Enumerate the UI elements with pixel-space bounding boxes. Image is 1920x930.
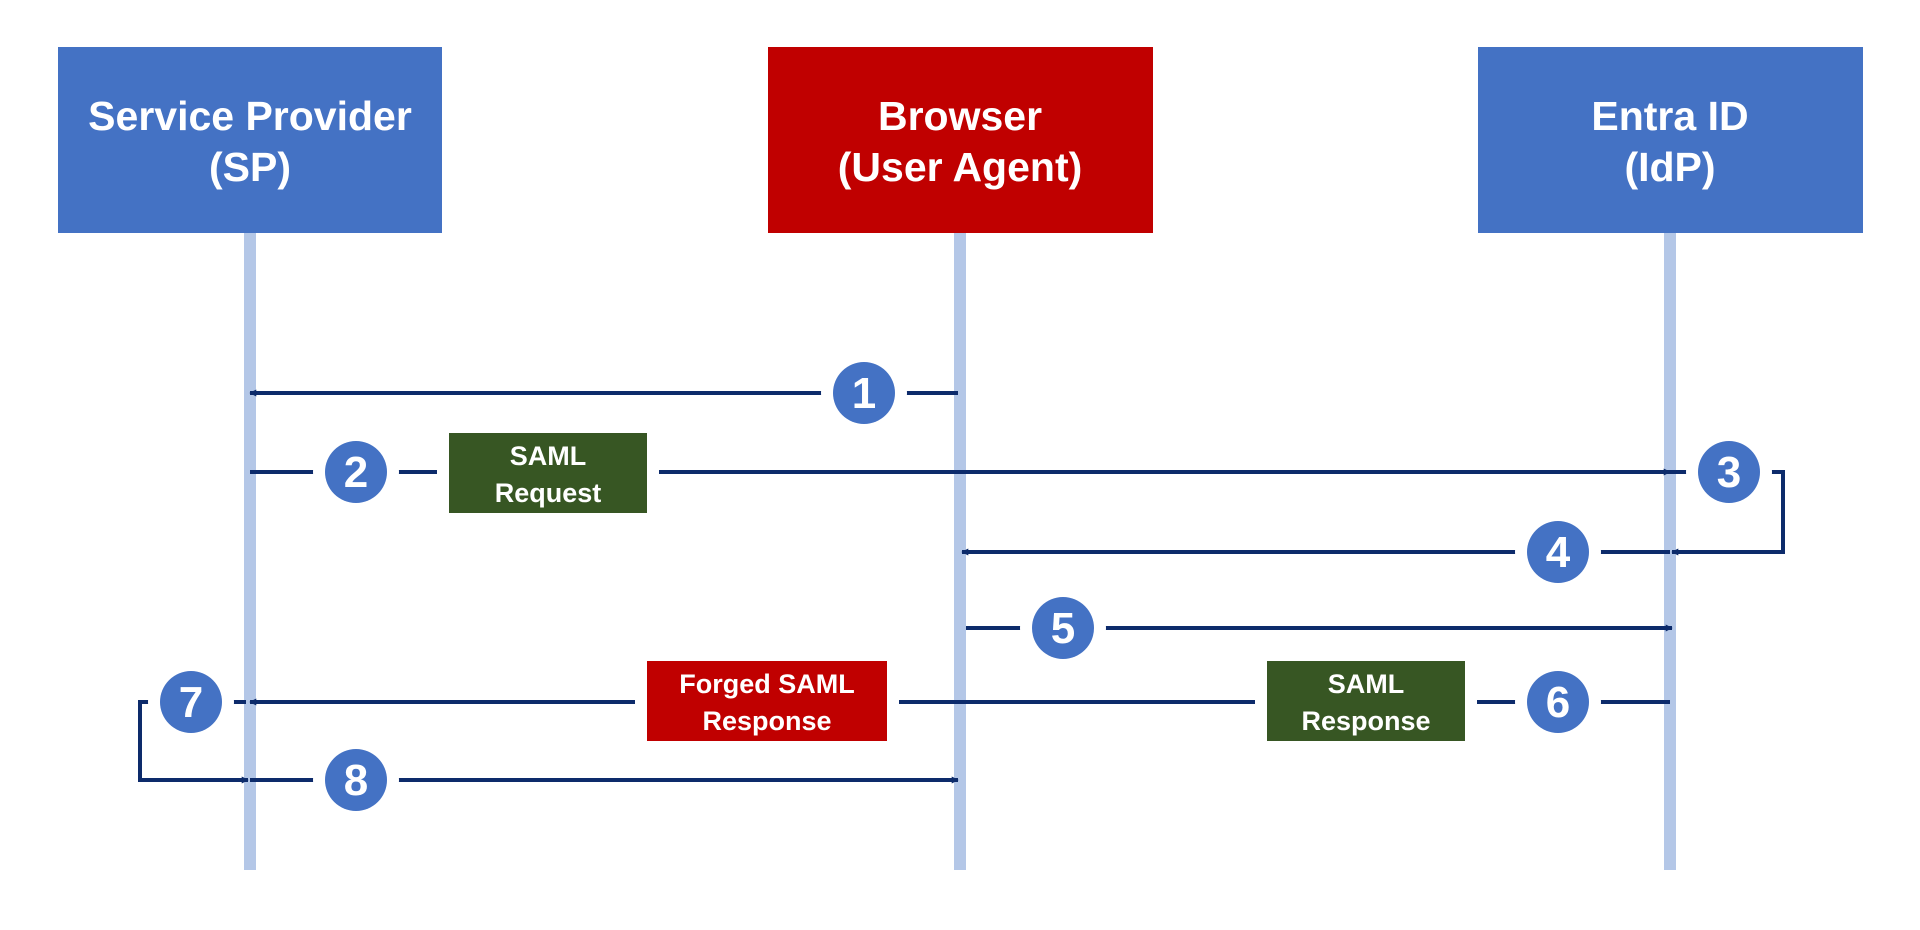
- step-3-number: 3: [1717, 448, 1741, 497]
- step-2: 2: [313, 429, 399, 515]
- actor-entra-id: Entra ID (IdP): [1478, 47, 1863, 233]
- saml-response-box: [1267, 661, 1465, 741]
- forged-saml-response-line1: Forged SAML: [679, 669, 855, 699]
- lifeline-sp: [244, 230, 256, 870]
- forged-saml-response-label: Forged SAML Response: [635, 661, 899, 741]
- step-1-number: 1: [852, 369, 876, 418]
- forged-saml-response-line2: Response: [702, 706, 831, 736]
- step-4: 4: [1515, 509, 1601, 595]
- lifeline-browser: [954, 230, 966, 870]
- saml-request-line2: Request: [495, 478, 602, 508]
- step-8-circle: [325, 749, 387, 811]
- step-2-number: 2: [344, 448, 368, 497]
- step-7: 7: [148, 659, 234, 745]
- actor-box-idp: [1478, 47, 1863, 233]
- step-3: 3: [1686, 429, 1772, 515]
- saml-response-label: SAML Response: [1255, 661, 1477, 741]
- saml-response-line1: SAML: [1328, 669, 1405, 699]
- saml-request-box: [449, 433, 647, 513]
- step-4-number: 4: [1546, 528, 1571, 577]
- step-6-number: 6: [1546, 678, 1570, 727]
- saml-request-label: SAML Request: [437, 433, 659, 513]
- actor-browser-line1: Browser: [878, 93, 1042, 139]
- actor-service-provider: Service Provider (SP): [58, 47, 442, 233]
- step-6: 6: [1515, 659, 1601, 745]
- step-8: 8: [313, 737, 399, 823]
- step-5-circle: [1032, 597, 1094, 659]
- actor-box-browser: [768, 47, 1153, 233]
- step-1: 1: [821, 350, 907, 436]
- saml-request-line1: SAML: [510, 441, 587, 471]
- step-7-circle: [160, 671, 222, 733]
- actor-sp-line2: (SP): [209, 144, 291, 190]
- forged-saml-response-box: [647, 661, 887, 741]
- saml-response-line2: Response: [1301, 706, 1430, 736]
- step-7-number: 7: [179, 678, 203, 727]
- step-6-circle: [1527, 671, 1589, 733]
- actor-idp-line2: (IdP): [1624, 144, 1715, 190]
- step-4-circle: [1527, 521, 1589, 583]
- step-circles: 1 2 3 4 5 6 7: [148, 350, 1772, 823]
- step-2-circle: [325, 441, 387, 503]
- step-8-number: 8: [344, 756, 368, 805]
- step-3-circle: [1698, 441, 1760, 503]
- actor-sp-line1: Service Provider: [88, 93, 412, 139]
- actor-box-sp: [58, 47, 442, 233]
- actor-idp-line1: Entra ID: [1591, 93, 1748, 139]
- actor-browser-line2: (User Agent): [838, 144, 1083, 190]
- step-5-number: 5: [1051, 604, 1075, 653]
- actor-browser: Browser (User Agent): [768, 47, 1153, 233]
- step-5: 5: [1020, 585, 1106, 671]
- step-1-circle: [833, 362, 895, 424]
